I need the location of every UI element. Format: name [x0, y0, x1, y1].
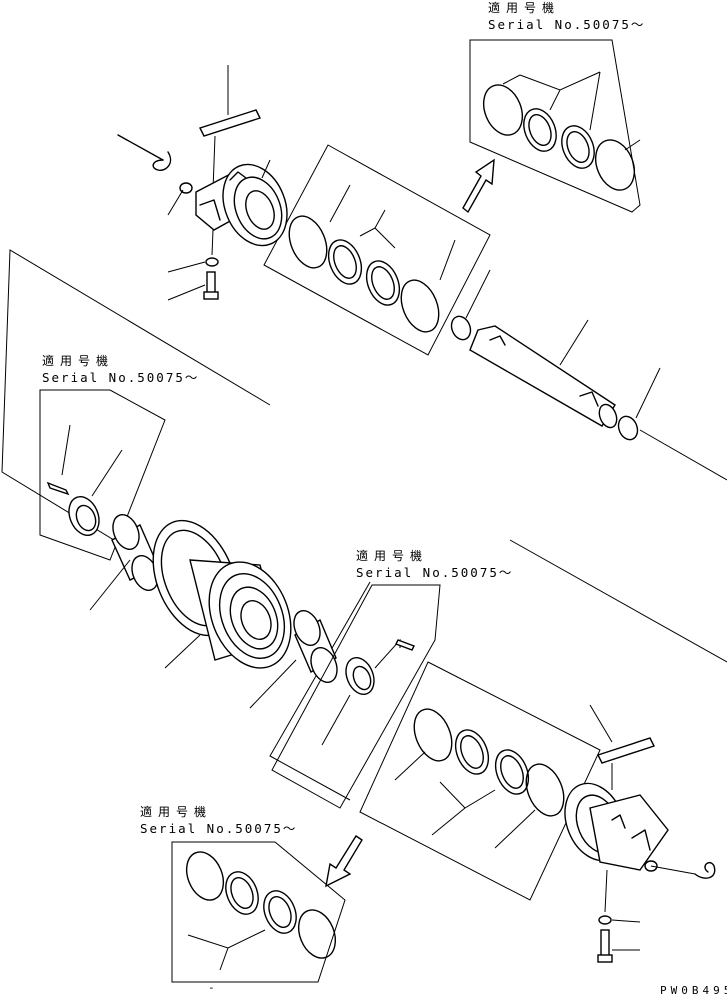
inset-left — [39, 389, 166, 561]
inset-top-right — [469, 39, 641, 213]
callout-top-right-serial: Serial No.50075～ — [488, 17, 646, 32]
lower-end-cap — [564, 704, 716, 963]
seal-box-lower — [359, 661, 601, 901]
inset-center — [271, 584, 441, 809]
callout-top-right-title: 適用号機 — [488, 1, 561, 15]
callout-center-serial: Serial No.50075～ — [356, 565, 514, 580]
callout-center-title: 適用号機 — [356, 549, 429, 563]
seal-box-upper — [263, 144, 491, 356]
frame-lines — [1, 249, 727, 801]
shaft — [450, 269, 661, 441]
callout-left-serial: Serial No.50075～ — [42, 370, 200, 385]
callout-left-title: 適用号機 — [42, 354, 115, 368]
arrow-to-bottom-inset — [325, 835, 363, 888]
bushing-right — [249, 610, 338, 709]
callout-bottom-left-title: 適用号機 — [140, 805, 213, 819]
drawing-code: PW0B495 — [660, 984, 727, 997]
arrow-to-top-inset — [462, 158, 495, 214]
upper-end-cap — [117, 65, 288, 301]
callout-bottom-left-serial: Serial No.50075～ — [140, 821, 298, 836]
inset-bottom-left — [171, 841, 346, 983]
bushing-left — [89, 514, 159, 611]
stray-mark: - — [208, 981, 215, 994]
track-roller — [152, 519, 292, 669]
